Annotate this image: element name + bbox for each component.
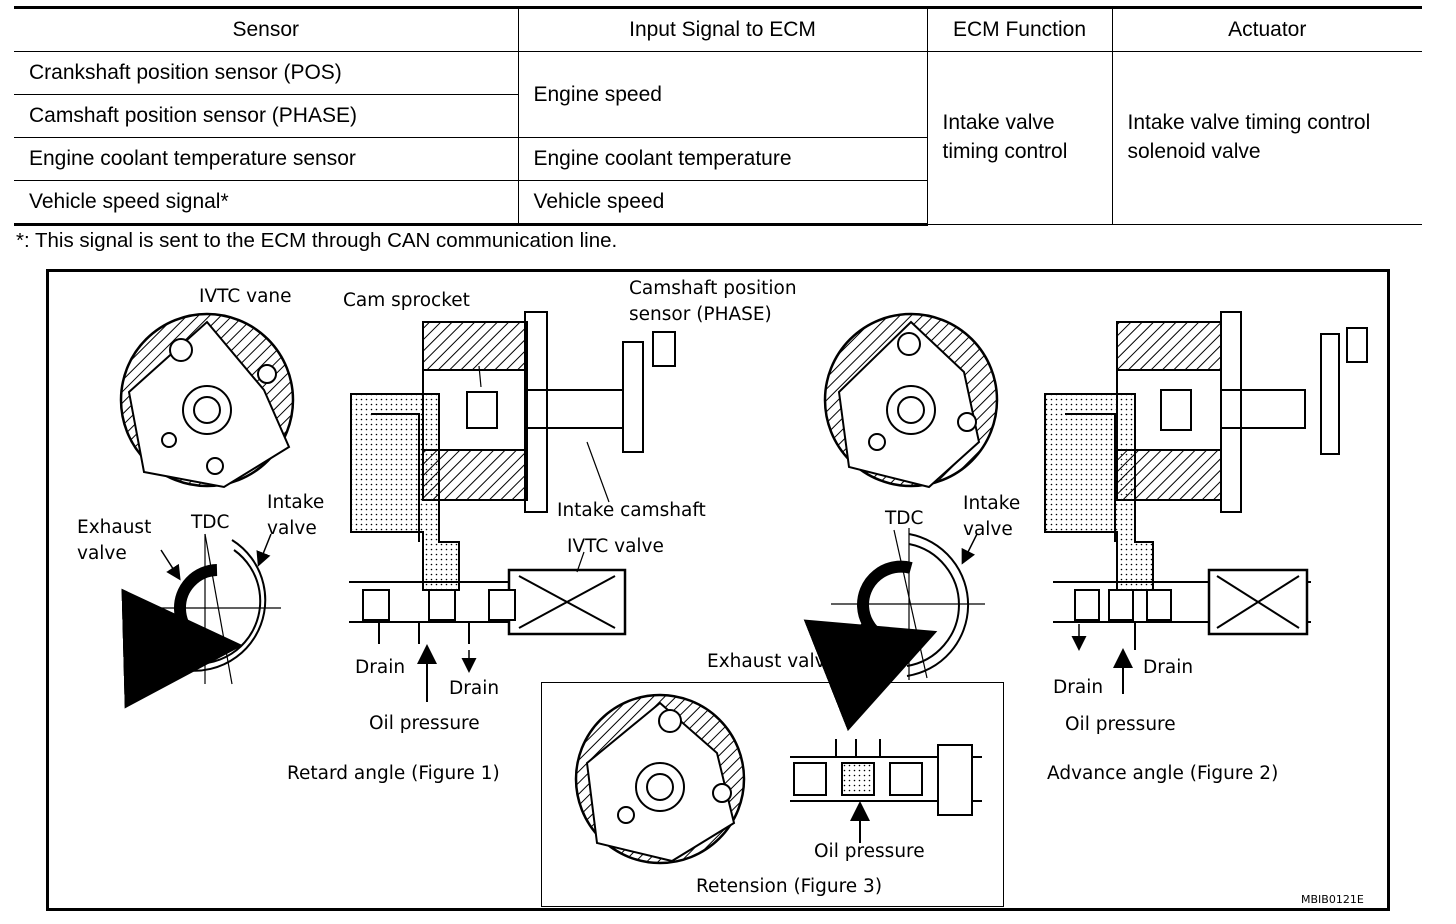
label-tdc-right: TDC [885, 508, 924, 529]
label-intake-valve-left: Intake valve [267, 492, 325, 539]
caption-advance-angle: Advance angle (Figure 2) [1047, 763, 1279, 784]
header-ecm-function: ECM Function [926, 6, 1113, 52]
label-ivtc-valve: IVTC valve [567, 536, 664, 557]
label-cam-sprocket: Cam sprocket [343, 290, 470, 311]
retard-cutaway [349, 311, 676, 702]
input-cell: Engine coolant temperature [517, 137, 927, 181]
retension-inset: Oil pressure Retension (Figure 3) [541, 682, 1004, 907]
advance-vane-rotor [823, 312, 999, 489]
label-oil-pressure-left: Oil pressure [369, 713, 480, 734]
header-input-signal: Input Signal to ECM [517, 6, 928, 52]
signal-table: Sensor Input Signal to ECM ECM Function … [14, 6, 1422, 226]
retension-drawing [574, 693, 982, 865]
retard-vane-rotor [119, 312, 295, 489]
table-row: Engine coolant temperature sensor Engine… [14, 137, 1422, 181]
table-row: Crankshaft position sensor (POS) Engine … [14, 51, 1422, 225]
label-exhaust-valve-left: Exhaust valve [77, 517, 152, 564]
caption-retard-angle: Retard angle (Figure 1) [287, 763, 500, 784]
label-intake-camshaft: Intake camshaft [557, 500, 706, 521]
sensor-cell: Crankshaft position sensor (POS) [14, 51, 519, 95]
ecm-function-cell: Intake valve timing control [926, 51, 1113, 225]
table-row: Camshaft position sensor (PHASE) [14, 94, 1422, 138]
label-oil-pressure-inset: Oil pressure [814, 841, 925, 862]
sensor-cell: Camshaft position sensor (PHASE) [14, 94, 518, 138]
label-drain-left-1: Drain [355, 657, 406, 678]
advance-timing-circle [803, 528, 985, 731]
actuator-cell: Intake valve timing control solenoid val… [1111, 51, 1422, 225]
table-header-row: Sensor Input Signal to ECM ECM Function … [14, 6, 1422, 52]
retension-vane-rotor [574, 693, 746, 865]
sensor-cell: Vehicle speed signal* [14, 180, 519, 226]
footnote: *: This signal is sent to the ECM throug… [16, 229, 618, 252]
retard-timing-circle [121, 533, 281, 709]
label-oil-pressure-right: Oil pressure [1065, 714, 1176, 735]
label-drain-right-1: Drain [1053, 677, 1104, 698]
label-exhaust-valve-right: Exhaust valve [707, 651, 837, 672]
diagram-drawing [119, 311, 1368, 731]
header-sensor: Sensor [14, 6, 519, 52]
label-ivtc-vane: IVTC vane [199, 286, 292, 307]
input-cell: Engine speed [517, 51, 928, 138]
retension-spool-valve [790, 739, 982, 843]
label-camshaft-position-sensor: Camshaft position sensor (PHASE) [629, 278, 797, 325]
figure-code: MBIB0121E [1301, 893, 1364, 906]
label-intake-valve-right: Intake valve [963, 493, 1021, 540]
label-tdc-left: TDC [191, 512, 230, 533]
advance-cutaway [1044, 311, 1368, 694]
input-cell: Vehicle speed [517, 180, 927, 226]
sensor-cell: Engine coolant temperature sensor [14, 137, 519, 181]
ivtc-diagram: IVTC vane Cam sprocket Camshaft position… [46, 269, 1390, 911]
table-row: Vehicle speed signal* Vehicle speed [14, 180, 1422, 226]
header-actuator: Actuator [1111, 6, 1422, 52]
label-drain-left-2: Drain [449, 678, 500, 699]
label-drain-right-2: Drain [1143, 657, 1194, 678]
caption-retension: Retension (Figure 3) [696, 876, 883, 897]
